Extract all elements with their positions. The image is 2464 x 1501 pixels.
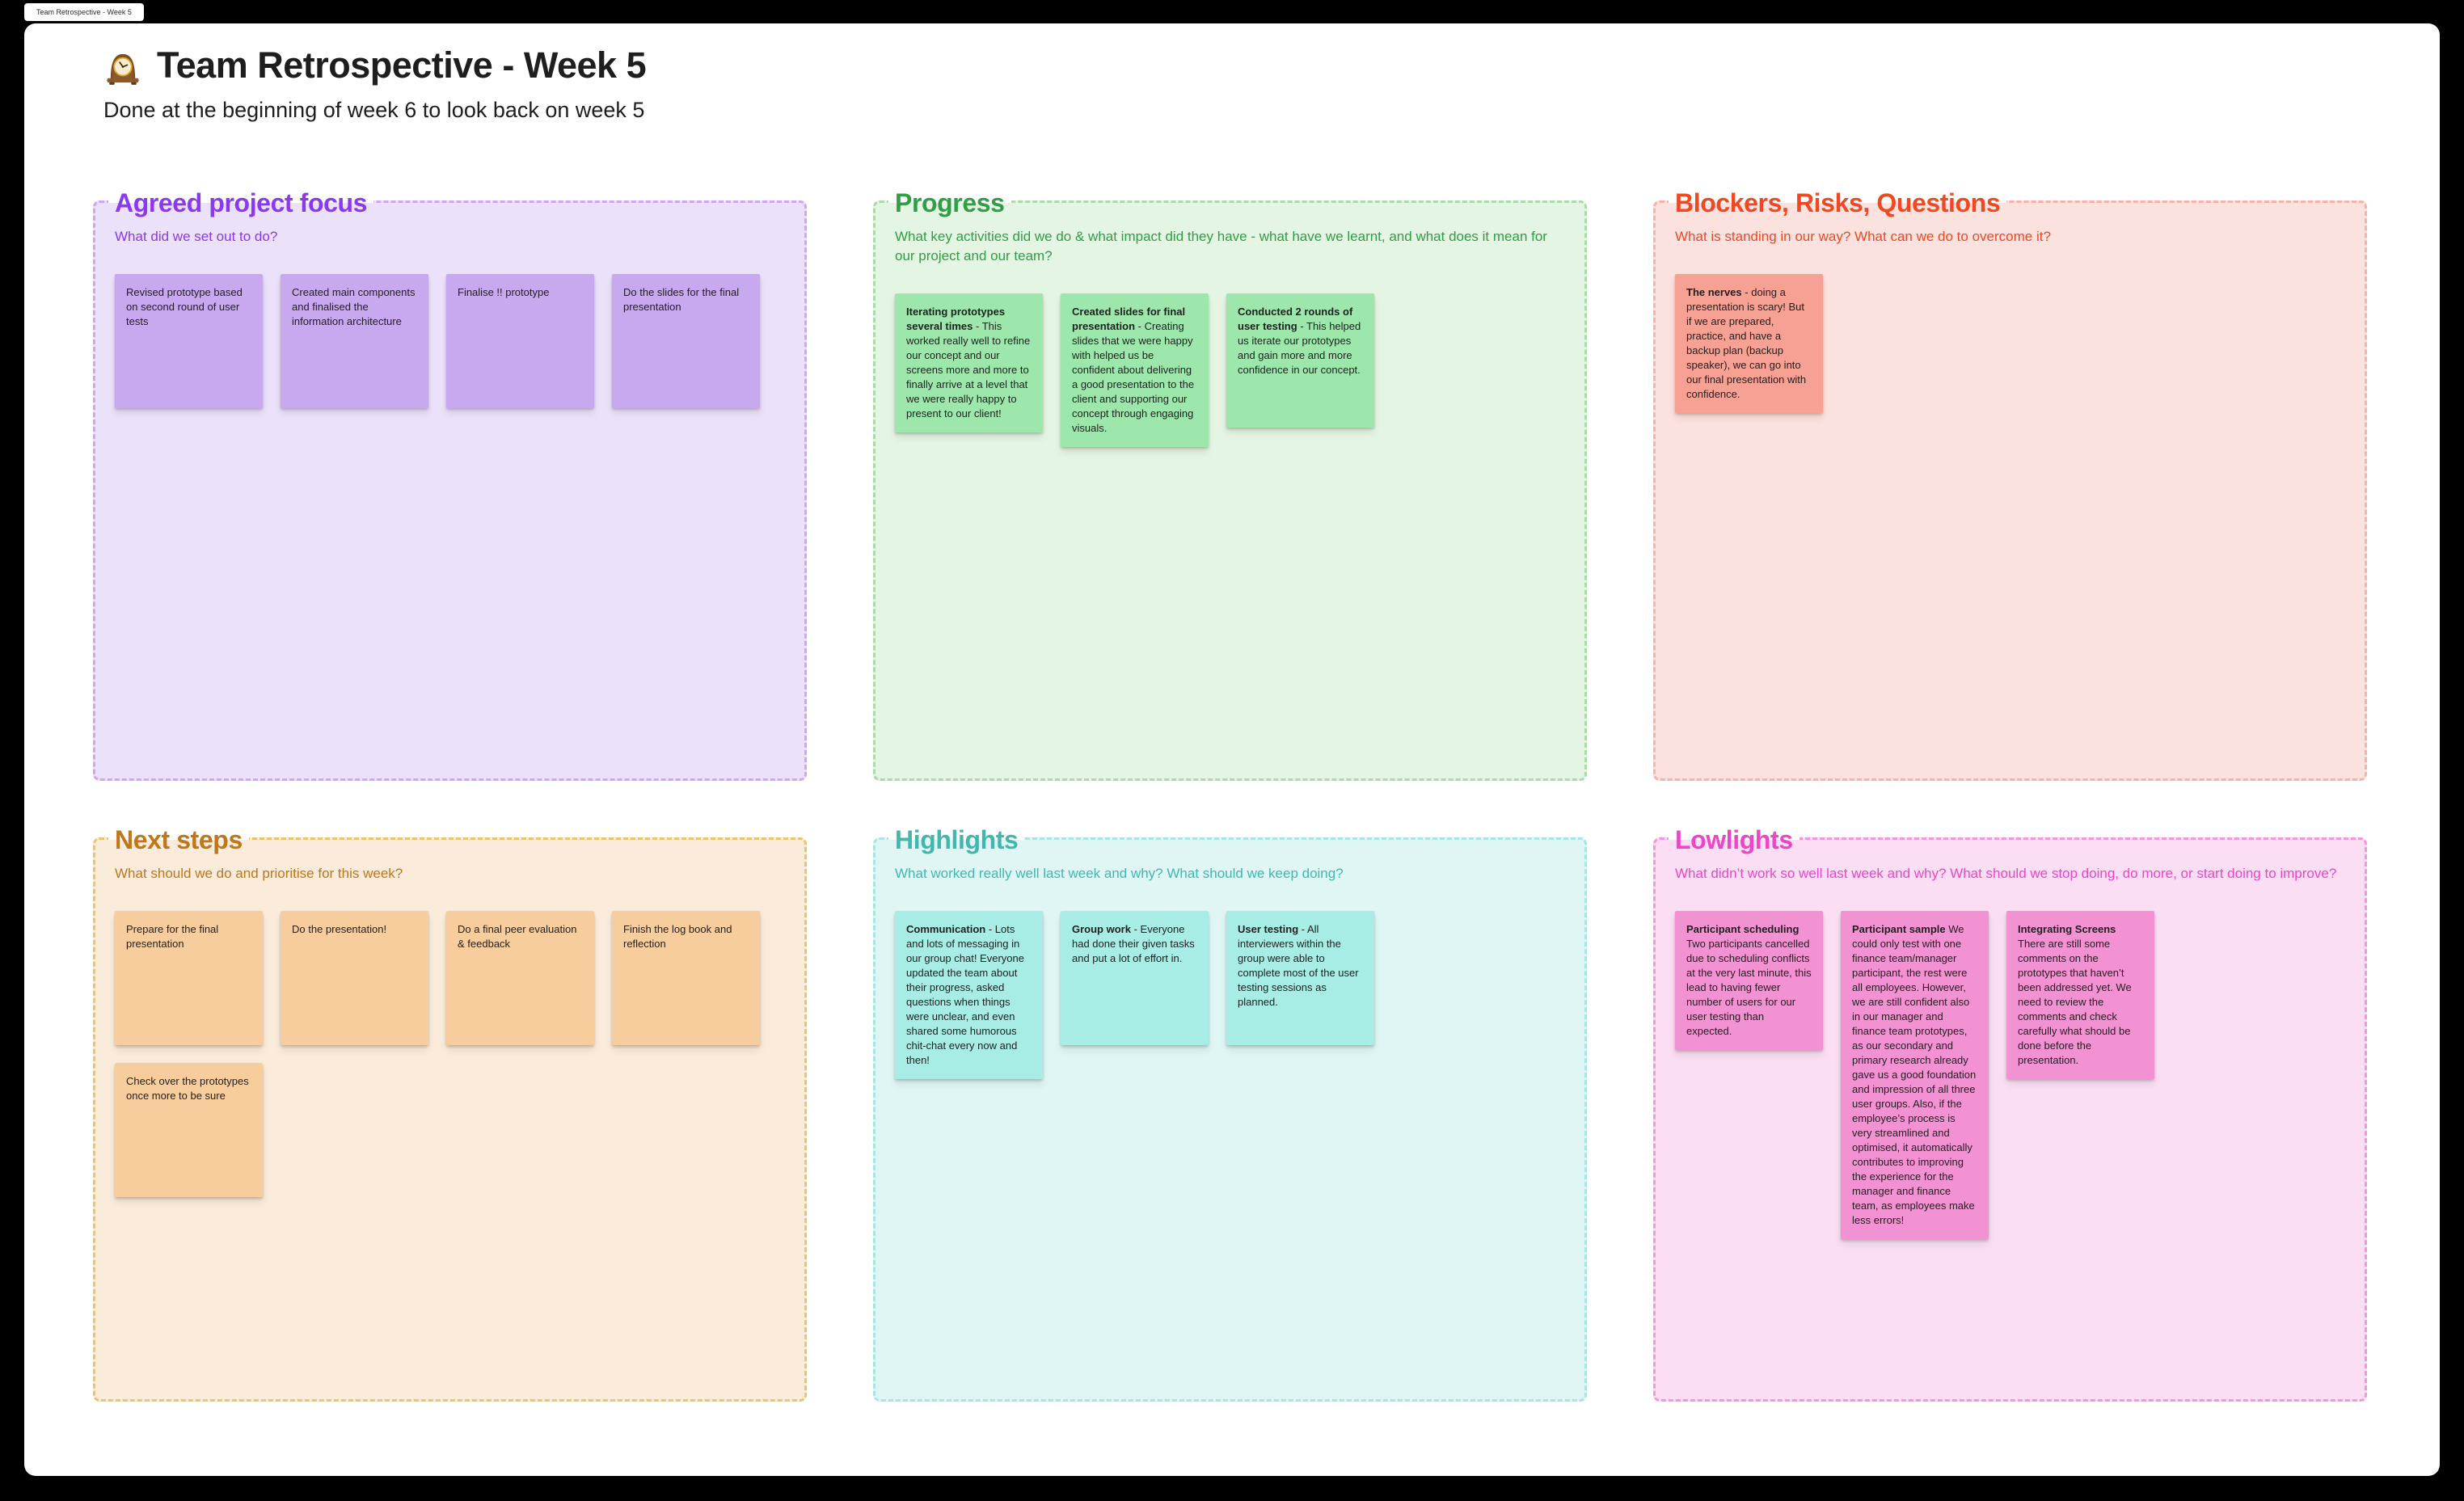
section-title[interactable]: Progress [888, 186, 1011, 220]
sticky-note[interactable]: Integrating Screens There are still some… [2006, 911, 2154, 1079]
section-title[interactable]: Lowlights [1669, 823, 1799, 857]
section-title[interactable]: Agreed project focus [108, 186, 374, 220]
section-question[interactable]: What did we set out to do? [115, 229, 278, 244]
sticky-note-text: Check over the prototypes once more to b… [126, 1075, 249, 1102]
sticky-notes-group: Participant scheduling Two participants … [1675, 911, 2344, 1239]
sticky-note-text: - This helped us iterate our prototypes … [1238, 320, 1361, 376]
section-highlights[interactable]: Highlights What worked really well last … [873, 823, 1587, 1402]
sticky-note-text: Do the presentation! [292, 923, 387, 935]
section-agreed-project-focus[interactable]: Agreed project focus What did we set out… [93, 186, 807, 781]
sticky-note-text: Created main components and finalised th… [292, 286, 416, 327]
sticky-note-title: Conducted 2 rounds of user testing [1238, 306, 1353, 332]
board-header: Team Retrospective - Week 5 Done at the … [24, 23, 2440, 123]
sticky-note-title: User testing [1238, 923, 1299, 935]
sticky-notes-group: Prepare for the final presentation Do th… [115, 911, 783, 1197]
section-question[interactable]: What worked really well last week and wh… [895, 866, 1344, 881]
section-question[interactable]: What should we do and prioritise for thi… [115, 866, 403, 881]
sticky-note-text: Do the slides for the final presentation [623, 286, 740, 313]
sticky-note[interactable]: Iterating prototypes several times - Thi… [895, 293, 1043, 432]
section-title[interactable]: Blockers, Risks, Questions [1669, 186, 2007, 220]
sticky-note-text: We could only test with one finance team… [1852, 923, 1977, 1226]
sticky-note-title: Group work [1072, 923, 1131, 935]
section-blockers-risks-questions[interactable]: Blockers, Risks, Questions What is stand… [1653, 186, 2367, 781]
sticky-note-text: Revised prototype based on second round … [126, 286, 243, 327]
sticky-note[interactable]: Do a final peer evaluation & feedback [446, 911, 594, 1045]
sticky-notes-group: Iterating prototypes several times - Thi… [895, 293, 1563, 447]
page-subtitle[interactable]: Done at the beginning of week 6 to look … [103, 98, 645, 122]
sticky-note-text: - Creating slides that we were happy wit… [1072, 320, 1195, 434]
sticky-note-title: Communication [906, 923, 986, 935]
sticky-note-title: Created slides for final presentation [1072, 306, 1186, 332]
section-lowlights[interactable]: Lowlights What didn’t work so well last … [1653, 823, 2367, 1402]
sticky-note-title: Participant scheduling [1686, 923, 1799, 935]
sticky-notes-group: Revised prototype based on second round … [115, 274, 783, 408]
sticky-note-text: - All interviewers within the group were… [1238, 923, 1359, 1008]
section-title[interactable]: Next steps [108, 823, 249, 857]
sticky-note-title: Integrating Screens [2018, 923, 2116, 935]
sticky-note-text: There are still some comments on the pro… [2018, 938, 2132, 1066]
sticky-note-text: Finish the log book and reflection [623, 923, 732, 950]
sticky-notes-group: Communication - Lots and lots of messagi… [895, 911, 1563, 1079]
retro-board-grid: Agreed project focus What did we set out… [93, 186, 2367, 1402]
sticky-note[interactable]: Group work - Everyone had done their giv… [1061, 911, 1209, 1045]
sticky-note[interactable]: Conducted 2 rounds of user testing - Thi… [1226, 293, 1374, 428]
sticky-note[interactable]: Finalise !! prototype [446, 274, 594, 408]
section-question[interactable]: What key activities did we do & what imp… [895, 229, 1547, 264]
section-question[interactable]: What didn’t work so well last week and w… [1675, 866, 2337, 881]
sticky-note-text: Prepare for the final presentation [126, 923, 219, 950]
mantel-clock-icon [107, 53, 139, 85]
sticky-note-title: Iterating prototypes several times [906, 306, 1006, 332]
sticky-note[interactable]: Revised prototype based on second round … [115, 274, 263, 408]
sticky-note[interactable]: Do the presentation! [281, 911, 428, 1045]
section-title[interactable]: Highlights [888, 823, 1025, 857]
sticky-note[interactable]: User testing - All interviewers within t… [1226, 911, 1374, 1045]
sticky-note-text: Two participants cancelled due to schedu… [1686, 938, 1812, 1037]
sticky-notes-group: The nerves - doing a presentation is sca… [1675, 274, 2344, 413]
sticky-note-title: The nerves [1686, 286, 1742, 298]
sticky-note-text: - This worked really well to refine our … [906, 320, 1031, 420]
sticky-note-text: - doing a presentation is scary! But if … [1686, 286, 1807, 400]
sticky-note[interactable]: Finish the log book and reflection [612, 911, 760, 1045]
sticky-note-text: Finalise !! prototype [458, 286, 550, 298]
sticky-note[interactable]: Participant scheduling Two participants … [1675, 911, 1823, 1050]
section-progress[interactable]: Progress What key activities did we do &… [873, 186, 1587, 781]
sticky-note[interactable]: Participant sample We could only test wi… [1841, 911, 1989, 1239]
sticky-note[interactable]: The nerves - doing a presentation is sca… [1675, 274, 1823, 413]
sticky-note[interactable]: Created main components and finalised th… [281, 274, 428, 408]
section-next-steps[interactable]: Next steps What should we do and priorit… [93, 823, 807, 1402]
sticky-note-text: - Everyone had done their given tasks an… [1072, 923, 1195, 964]
sticky-note-text: - Lots and lots of messaging in our grou… [906, 923, 1024, 1066]
page-title[interactable]: Team Retrospective - Week 5 [102, 44, 2440, 86]
sticky-note-text: Do a final peer evaluation & feedback [458, 923, 577, 950]
sticky-note[interactable]: Prepare for the final presentation [115, 911, 263, 1045]
sticky-note[interactable]: Communication - Lots and lots of messagi… [895, 911, 1043, 1079]
sticky-note[interactable]: Created slides for final presentation - … [1061, 293, 1209, 447]
sticky-note[interactable]: Do the slides for the final presentation [612, 274, 760, 408]
sticky-note[interactable]: Check over the prototypes once more to b… [115, 1063, 263, 1197]
sticky-note-title: Participant sample [1852, 923, 1946, 935]
section-question[interactable]: What is standing in our way? What can we… [1675, 229, 2051, 244]
page-title-text: Team Retrospective - Week 5 [157, 44, 647, 86]
whiteboard-canvas: Team Retrospective - Week 5 Done at the … [24, 23, 2440, 1476]
file-tab[interactable]: Team Retrospective - Week 5 [24, 3, 144, 21]
